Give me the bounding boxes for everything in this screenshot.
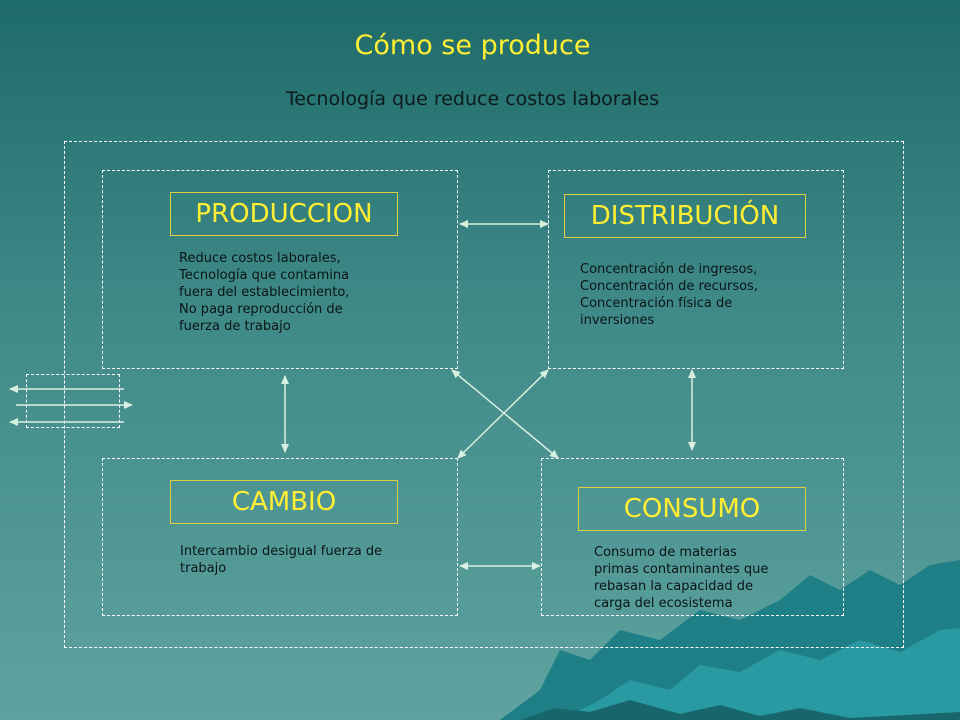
label-consumo: CONSUMO bbox=[578, 487, 806, 531]
quadrant-cambio bbox=[102, 458, 458, 616]
desc-cambio: Intercambio desigual fuerza de trabajo bbox=[180, 544, 383, 576]
label-produccion: PRODUCCION bbox=[170, 192, 398, 236]
desc-distribucion: Concentración de ingresos, Concentración… bbox=[580, 262, 758, 328]
label-distribucion: DISTRIBUCIÓN bbox=[564, 194, 806, 238]
desc-consumo: Consumo de materias primas contaminantes… bbox=[594, 545, 769, 611]
side-frame bbox=[26, 374, 120, 428]
label-cambio: CAMBIO bbox=[170, 480, 398, 524]
desc-produccion: Reduce costos laborales, Tecnología que … bbox=[179, 251, 350, 334]
outer-frame bbox=[64, 141, 904, 648]
page-subtitle: Tecnología que reduce costos laborales bbox=[285, 88, 660, 110]
page-title: Cómo se produce bbox=[354, 30, 591, 61]
quadrant-produccion bbox=[102, 170, 458, 369]
quadrant-consumo bbox=[541, 458, 844, 616]
quadrant-distribucion bbox=[548, 170, 844, 369]
